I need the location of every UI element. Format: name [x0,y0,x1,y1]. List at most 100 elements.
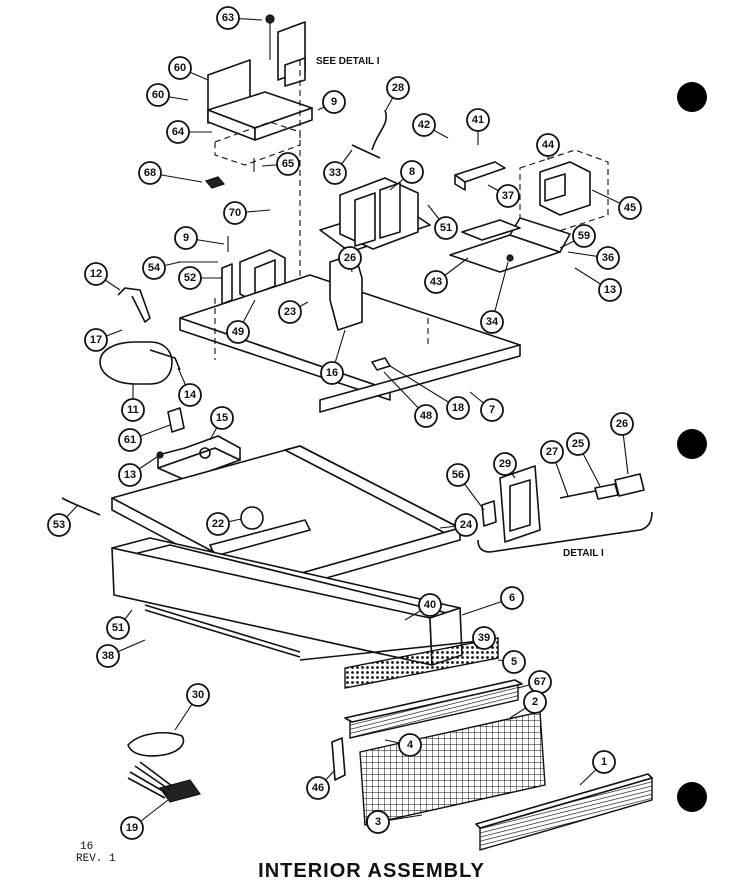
wire-53 [61,497,101,516]
callout-42: 42 [412,113,449,139]
callout-circle [118,463,142,487]
callout-circle [446,463,470,487]
callout-number: 36 [602,252,614,264]
callout-number: 8 [409,166,415,178]
callout-27: 27 [540,440,569,497]
callout-number: 12 [90,268,102,280]
callout-number: 45 [624,202,636,214]
callout-1: 1 [579,750,616,786]
strip-39 [299,639,491,661]
callout-circle [596,246,620,270]
callout-circle [166,120,190,144]
registration-dot-middle [677,429,707,459]
callout-circle [106,616,130,640]
callout-44: 44 [536,133,560,160]
bulb-30 [127,731,185,757]
capacitor-group [99,287,181,385]
callout-41: 41 [466,108,490,145]
callout-number: 15 [216,412,228,424]
revision-label: REV. 1 [76,853,116,865]
callout-circle [398,733,422,757]
callout-number: 60 [174,62,186,74]
page-number: 16 [80,841,94,853]
callout-29: 29 [493,452,517,479]
callout-circle [142,256,166,280]
callout-number: 39 [478,632,490,644]
callout-circle [320,361,344,385]
callout-circle [138,161,162,185]
callout-30: 30 [174,683,210,731]
callout-number: 56 [452,469,464,481]
callout-number: 9 [183,232,189,244]
callout-64: 64 [166,120,212,144]
callout-number: 14 [184,389,197,401]
callout-circle [598,278,622,302]
callout-25: 25 [566,432,601,487]
callout-circle [480,398,504,422]
wire-33 [351,144,381,159]
callout-number: 26 [344,252,356,264]
callout-number: 60 [152,89,164,101]
callout-number: 1 [601,756,607,768]
callout-number: 43 [430,276,442,288]
wire-28 [371,109,387,151]
callout-number: 11 [127,404,139,416]
callout-circle [466,108,490,132]
callout-67: 67 [517,670,552,694]
callout-circle [434,216,458,240]
callout-63: 63 [216,6,263,30]
callout-number: 61 [124,434,136,446]
callout-number: 9 [331,96,337,108]
callout-circle [146,83,170,107]
callout-circle [96,644,120,668]
callout-circle [418,593,442,617]
registration-dot-top [677,82,707,112]
callout-circle [120,816,144,840]
grommet-22 [240,506,264,530]
callout-number: 49 [232,326,244,338]
callout-number: 13 [124,469,136,481]
callout-circle [454,513,478,537]
callout-8: 8 [389,160,424,191]
callout-5: 5 [497,650,526,674]
callout-circle [496,184,520,208]
plate-15-group [156,407,241,481]
relay-group [449,149,609,273]
capacitor-11 [99,341,173,385]
page-title: INTERIOR ASSEMBLY [258,860,485,882]
callout-circle [446,396,470,420]
callout-number: 70 [229,207,241,219]
callout-circle [174,226,198,250]
callout-number: 29 [499,458,511,470]
callout-54: 54 [142,256,181,280]
callout-circle [178,266,202,290]
callout-number: 13 [604,284,616,296]
callout-circle [472,626,496,650]
callout-circle [84,262,108,286]
callout-circle [118,428,142,452]
grille-67-top [344,679,523,723]
callout-circle [566,432,590,456]
callout-circle [500,586,524,610]
callout-45: 45 [591,189,642,220]
callout-22: 22 [206,512,242,536]
callout-number: 46 [312,782,324,794]
callout-17: 17 [84,328,123,352]
fuse-27 [559,489,601,499]
callout-9: 9 [317,90,346,114]
bracket-61 [167,407,185,433]
callout-number: 52 [184,272,196,284]
callout-number: 7 [489,404,495,416]
callout-51: 51 [106,609,133,640]
callout-circle [306,776,330,800]
callout-49: 49 [226,299,256,344]
callout-number: 2 [532,696,538,708]
callout-number: 17 [90,334,102,346]
terminal-block-37 [454,161,506,183]
relay-45-face [544,173,566,202]
callout-circle [366,810,390,834]
callout-36: 36 [567,246,620,270]
callout-59: 59 [559,224,596,249]
callout-circle [502,650,526,674]
